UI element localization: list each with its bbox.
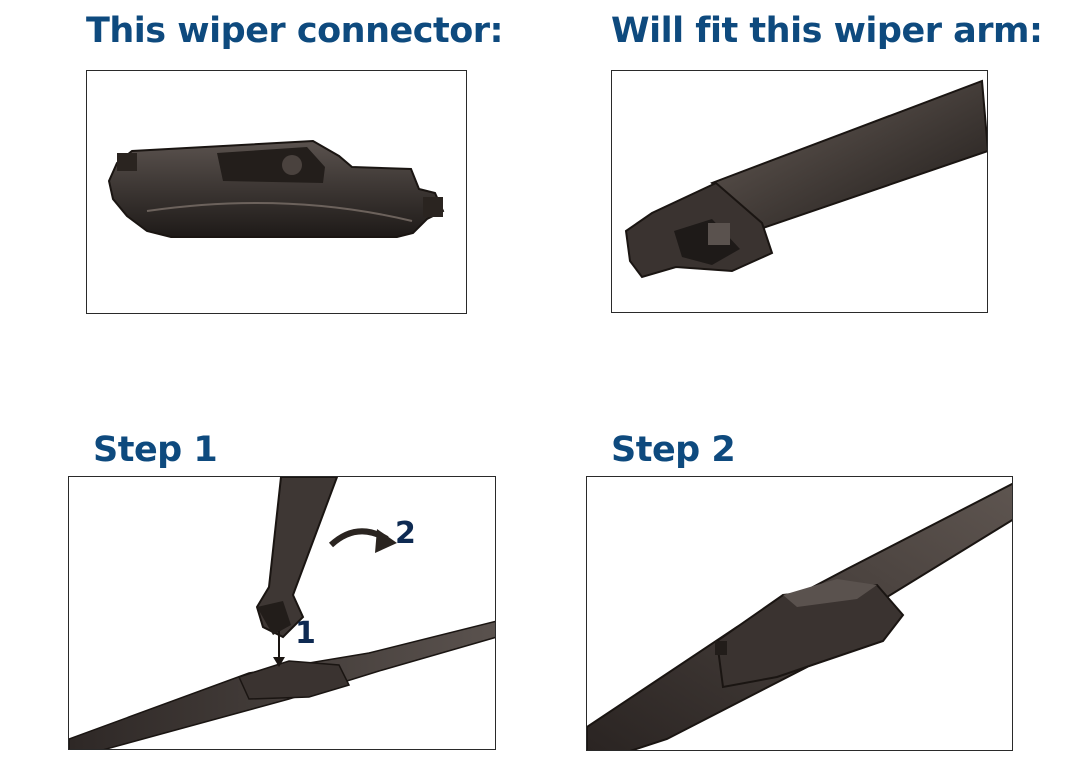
arm-heading: Will fit this wiper arm: <box>611 11 1043 51</box>
arm-insertion-icon: 1 2 <box>69 477 495 749</box>
step2-heading: Step 2 <box>611 430 736 470</box>
step1-panel: 1 2 <box>68 476 496 750</box>
rotate-step-number: 2 <box>395 516 416 551</box>
insert-step-number: 1 <box>295 616 316 651</box>
step2-panel <box>586 476 1013 751</box>
connector-heading: This wiper connector: <box>86 11 504 51</box>
connector-panel <box>86 70 467 314</box>
wiper-arm-tip-icon <box>624 79 987 279</box>
step1-heading: Step 1 <box>93 430 218 470</box>
arm-panel <box>611 70 988 313</box>
wiper-connector-icon <box>107 139 445 238</box>
arm-attached-icon <box>587 482 1012 750</box>
